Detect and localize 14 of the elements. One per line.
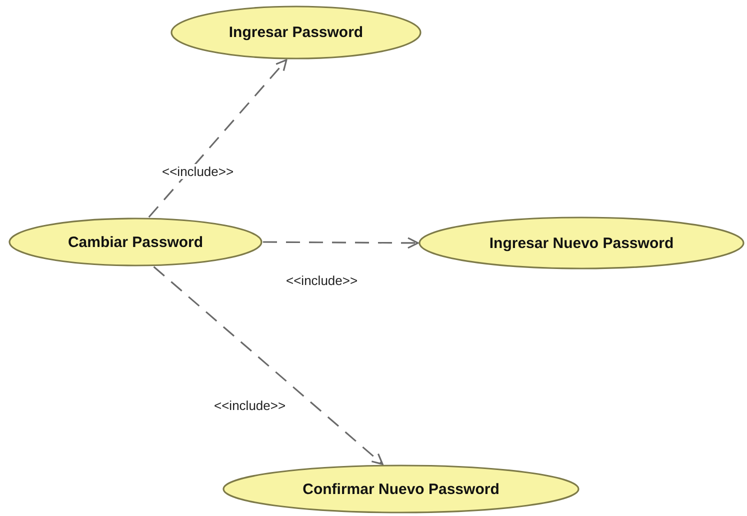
use-case-ellipse bbox=[418, 216, 745, 270]
edge-label: <<include>> bbox=[160, 164, 236, 179]
edge-label: <<include>> bbox=[284, 273, 360, 288]
use-case-label: Ingresar Nuevo Password bbox=[489, 234, 674, 252]
edge-label: <<include>> bbox=[212, 398, 288, 413]
include-arrow bbox=[263, 237, 419, 249]
include-arrow bbox=[148, 59, 288, 218]
use-case-ellipse bbox=[170, 5, 422, 60]
use-case-ellipse bbox=[222, 464, 580, 514]
use-case-label: Cambiar Password bbox=[68, 234, 204, 250]
include-arrow bbox=[153, 266, 384, 465]
use-case-ellipse bbox=[8, 217, 263, 267]
use-case-label: Confirmar Nuevo Password bbox=[302, 480, 500, 498]
use-case-label: Ingresar Password bbox=[228, 24, 364, 41]
